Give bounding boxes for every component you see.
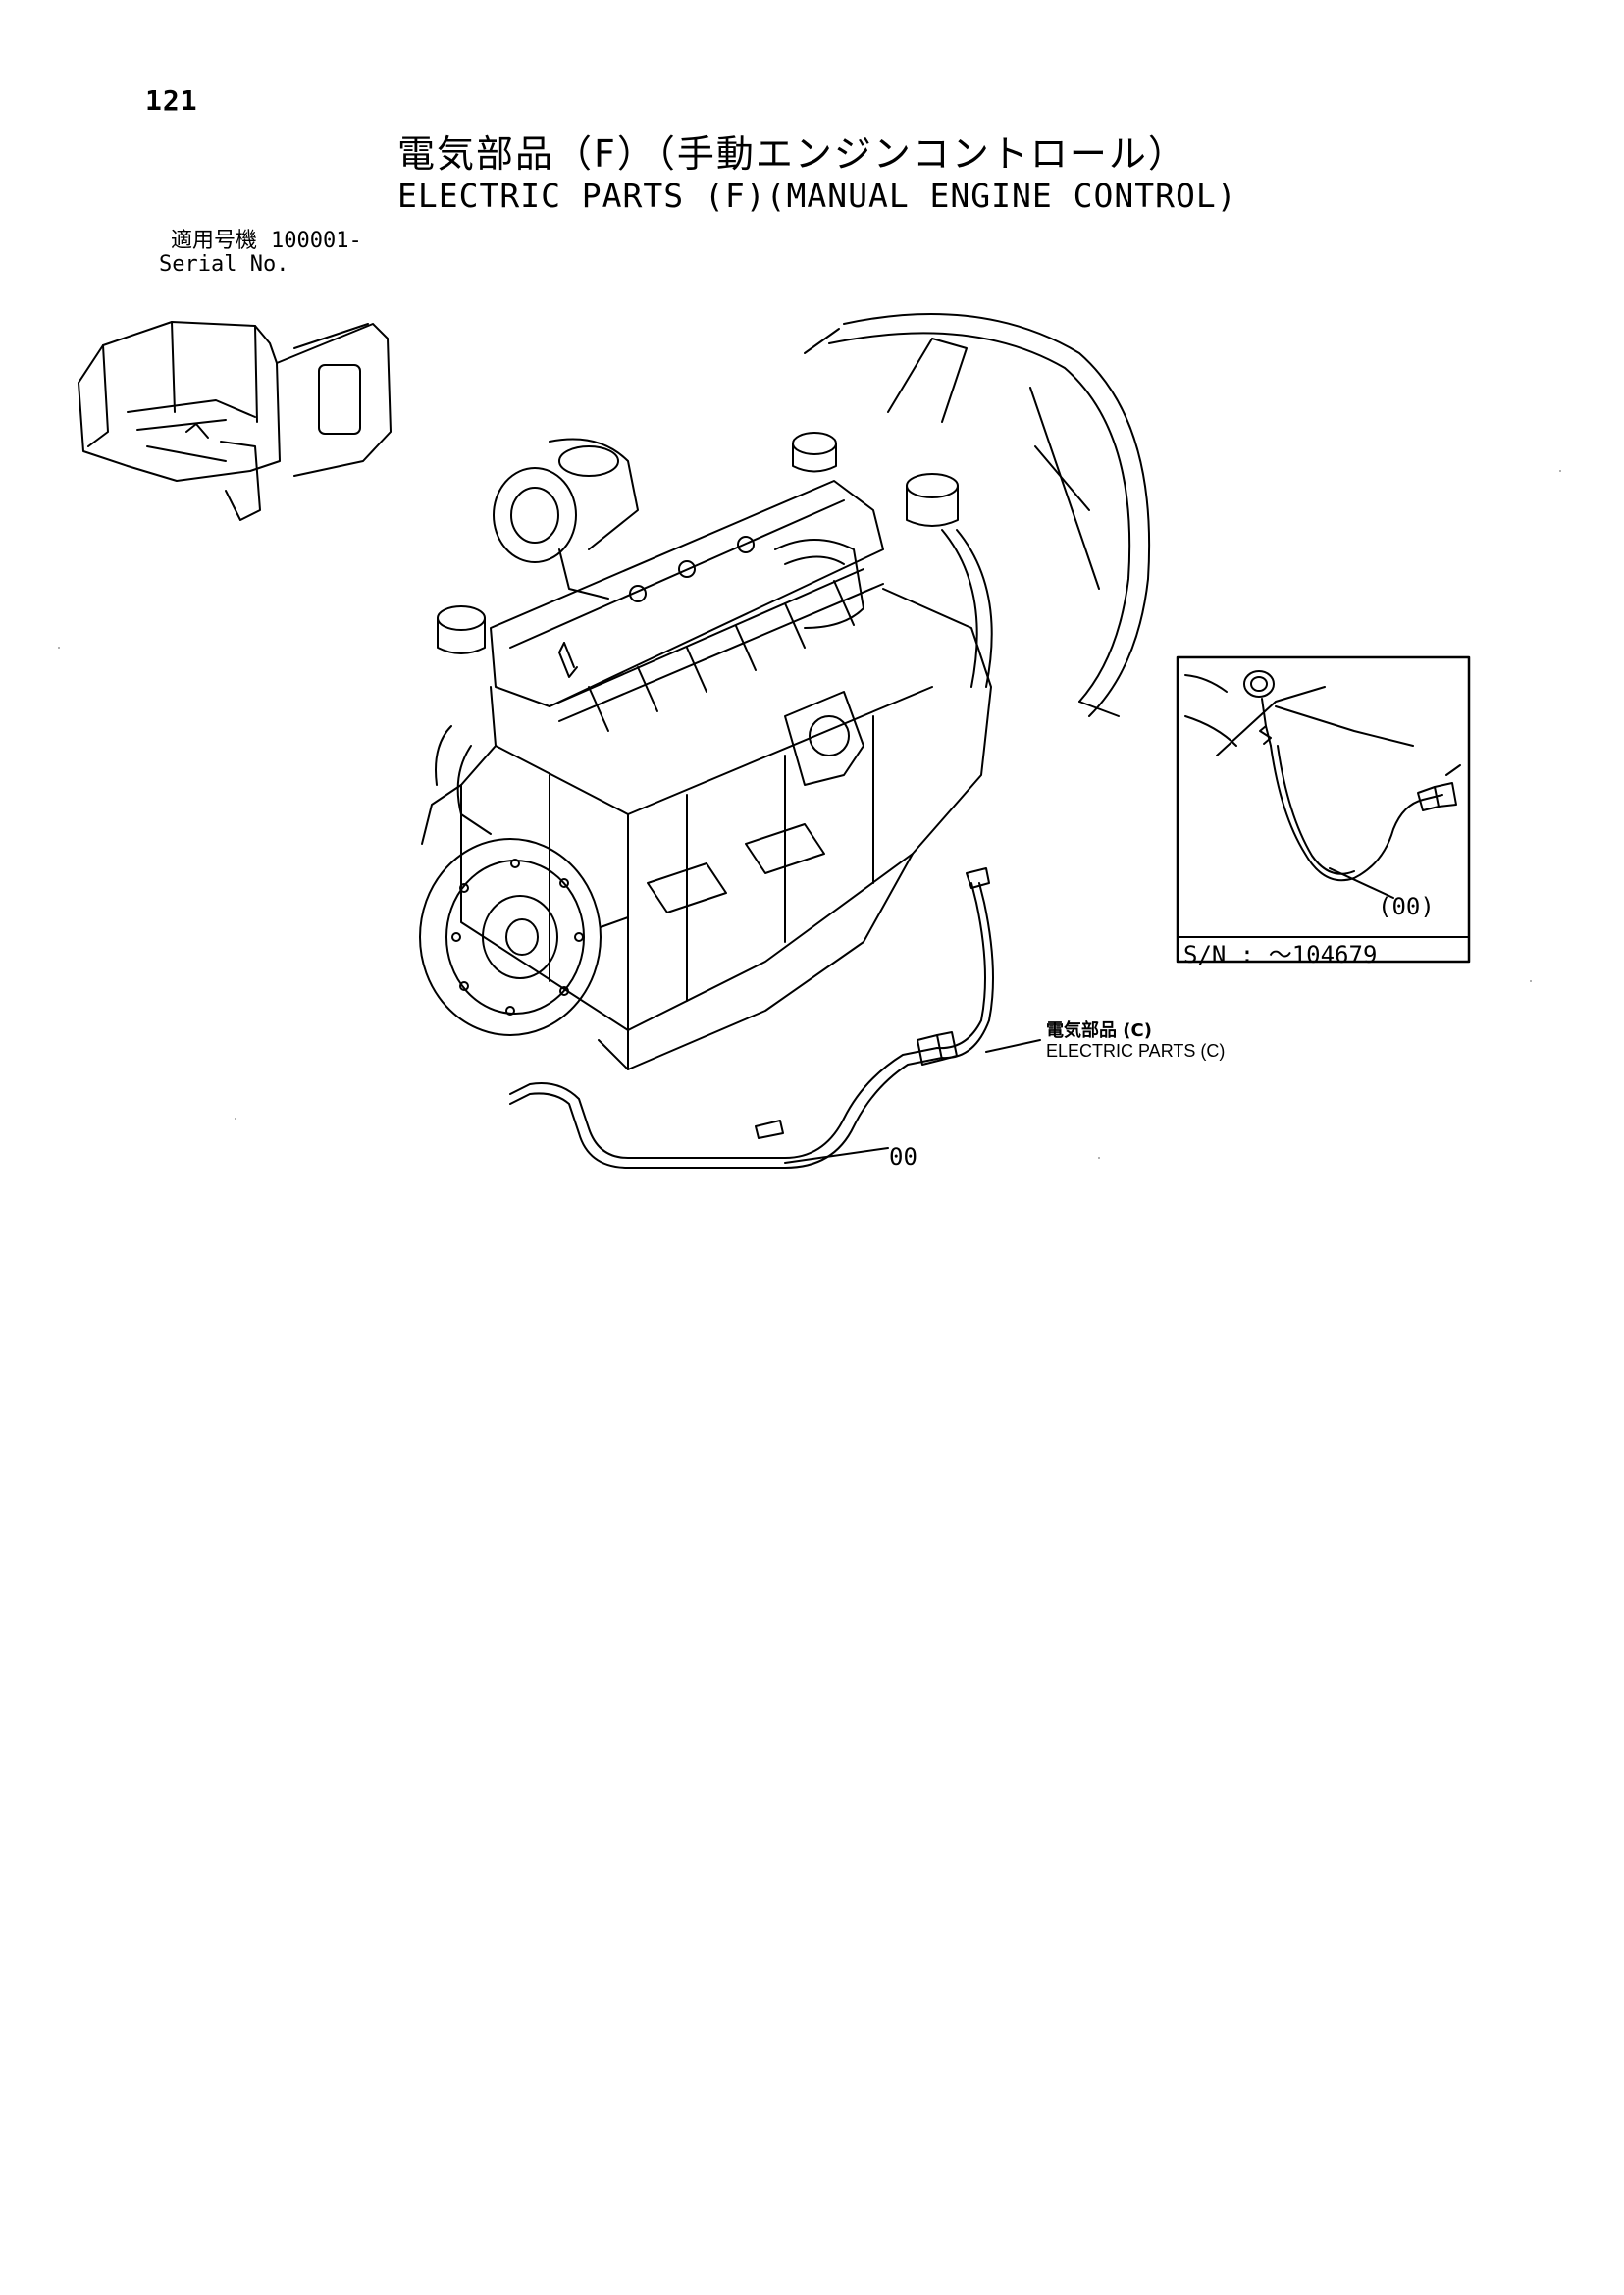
- inset-part-callout: (00): [1378, 893, 1435, 920]
- reference-label-jp: 電気部品 (C): [1046, 1020, 1152, 1041]
- page-title-jp: 電気部品（F）（手動エンジンコントロール）: [397, 132, 1187, 176]
- page-number: 121: [145, 84, 198, 117]
- excavator-thumbnail-icon: [78, 321, 392, 521]
- page-title-en: ELECTRIC PARTS (F)(MANUAL ENGINE CONTROL…: [397, 177, 1237, 215]
- reference-label-en: ELECTRIC PARTS (C): [1046, 1041, 1226, 1061]
- serial-label-jp: 適用号機: [171, 229, 258, 253]
- inset-detail: [1176, 655, 1471, 964]
- parts-diagram: [58, 313, 1561, 1169]
- serial-info: 適用号機 100001- Serial No.: [159, 230, 362, 277]
- harness-part-callout: 00: [889, 1143, 917, 1171]
- wire-harness-icon: [509, 867, 994, 1169]
- reference-leader: [985, 1039, 1041, 1053]
- engine-drawing-icon: [419, 313, 1151, 1070]
- scan-noise: [58, 470, 1561, 1159]
- serial-range-label: S/N : ～104679: [1183, 941, 1378, 968]
- reference-electric-parts-c: 電気部品 (C) ELECTRIC PARTS (C): [1046, 1020, 1225, 1062]
- serial-value: 100001-: [271, 229, 362, 253]
- serial-label-en: Serial No.: [159, 252, 289, 277]
